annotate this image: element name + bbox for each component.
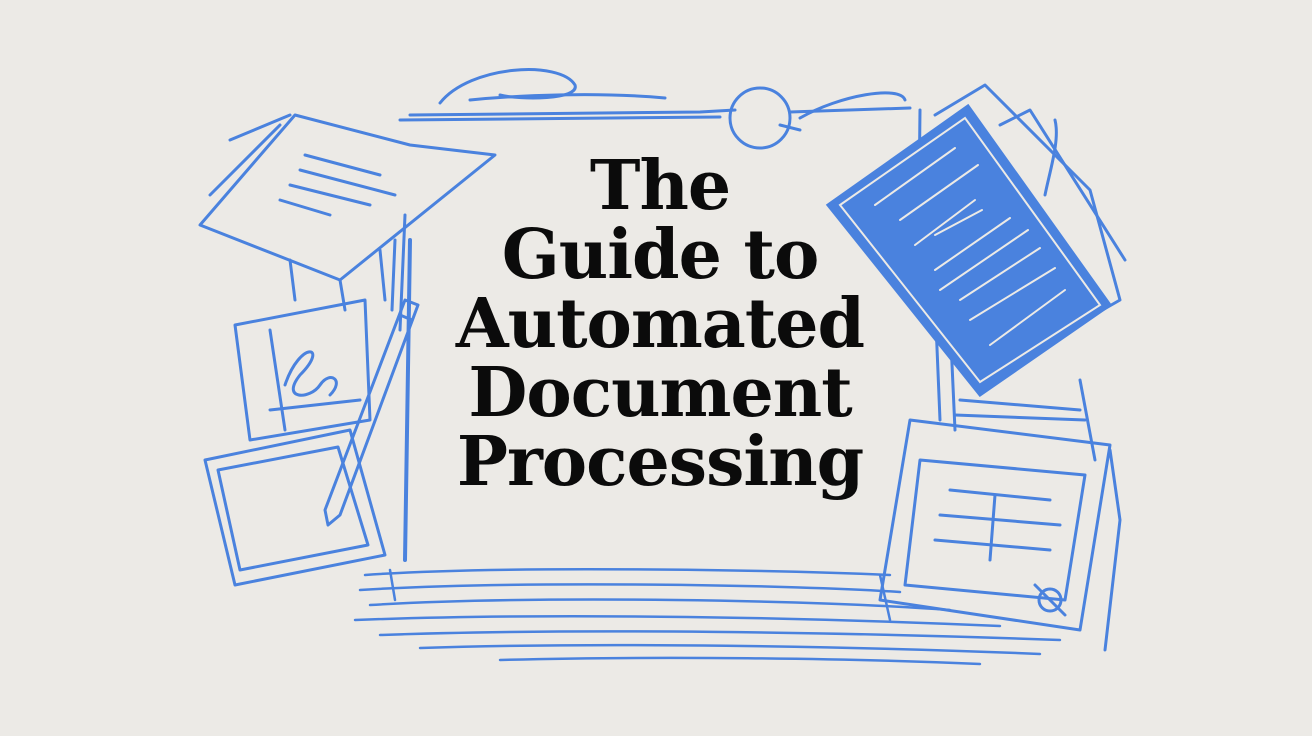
- form-card-right-icon: [878, 418, 1122, 652]
- clipboard-card-icon: [203, 428, 387, 587]
- title-line-5: Processing: [456, 422, 864, 502]
- title-line-2: Guide to: [501, 215, 820, 295]
- stacked-documents-left-icon: [198, 113, 497, 562]
- page-title: The Guide to Automated Document Processi…: [420, 152, 900, 497]
- title-line-3: Automated: [455, 284, 865, 364]
- pen-icon: [323, 298, 420, 527]
- bottom-scribble: [353, 567, 1062, 666]
- magnifier-icon: [728, 86, 802, 150]
- signature-card-icon: [233, 298, 372, 442]
- title-line-4: Document: [468, 353, 852, 433]
- title-line-1: The: [589, 146, 731, 226]
- filled-document-right-icon: [825, 103, 1113, 398]
